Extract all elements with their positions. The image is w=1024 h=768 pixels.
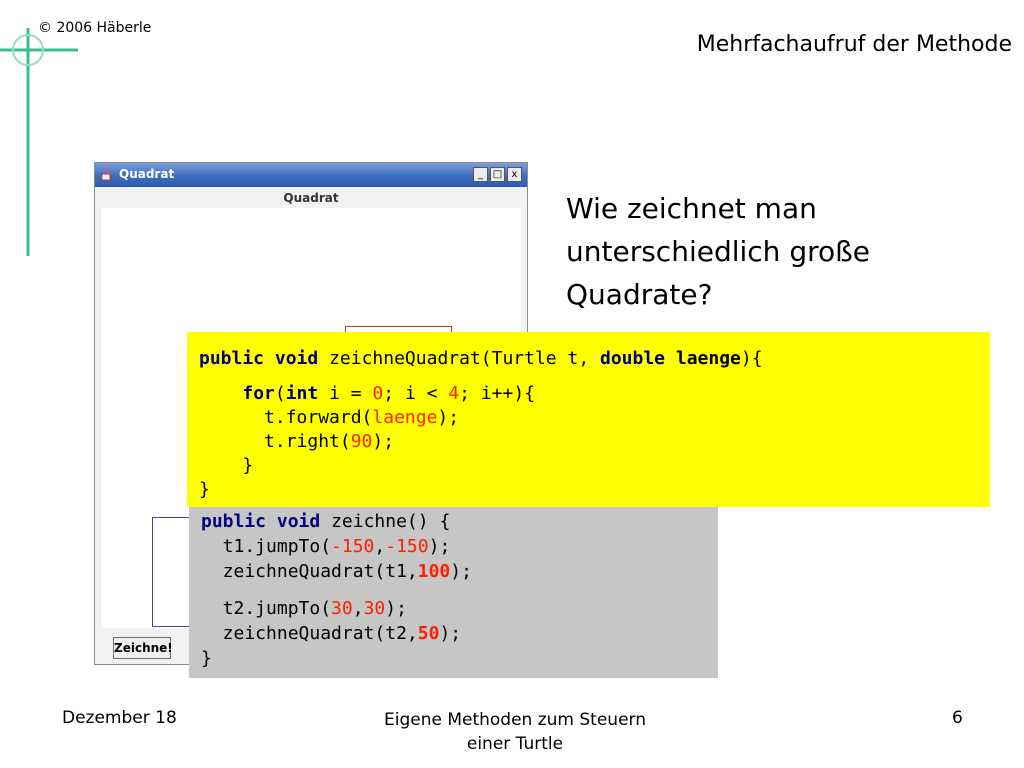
code-line: for(int i = 0; i < 4; i++){ (242, 383, 535, 404)
code-box-zeichne: public void zeichne() { t1.jumpTo(-150,-… (189, 505, 718, 678)
close-button[interactable]: x (507, 167, 522, 182)
maximize-button[interactable]: □ (490, 167, 505, 182)
code-line: t.right(90); (199, 431, 395, 452)
code-line: } (201, 648, 212, 669)
window-titlebar[interactable]: Quadrat _ □ x (95, 163, 527, 187)
footer-topic: Eigene Methoden zum Steuern einer Turtle (383, 710, 647, 754)
question-text: Wie zeichnet man unterschiedlich große Q… (566, 192, 870, 311)
code-line: zeichneQuadrat(t1,100); (201, 561, 472, 582)
code-line: } (199, 455, 254, 476)
code-box-zeichnequadrat: public void zeichneQuadrat(Turtle t, dou… (187, 332, 990, 507)
code-line: t2.jumpTo(30,30); (201, 598, 407, 619)
page-number: 6 (952, 708, 963, 728)
code-line: public void zeichne() { (201, 511, 451, 532)
code-line: t1.jumpTo(-150,-150); (201, 536, 451, 557)
crosshair-decoration (0, 28, 78, 256)
code-line: public void zeichneQuadrat(Turtle t, dou… (199, 348, 763, 369)
code-line: t.forward(laenge); (199, 407, 460, 428)
code-line: } (199, 479, 210, 500)
draw-button[interactable]: Zeichne! (113, 637, 173, 659)
copyright-text: © 2006 Häberle (38, 20, 152, 36)
canvas-heading: Quadrat (283, 191, 339, 205)
java-cup-icon (101, 168, 112, 181)
window-title: Quadrat (119, 167, 175, 181)
footer-date: Dezember 18 (62, 708, 177, 728)
slide-title: Mehrfachaufruf der Methode (696, 32, 1012, 57)
code-line: zeichneQuadrat(t2,50); (201, 623, 462, 644)
minimize-button[interactable]: _ (473, 167, 488, 182)
